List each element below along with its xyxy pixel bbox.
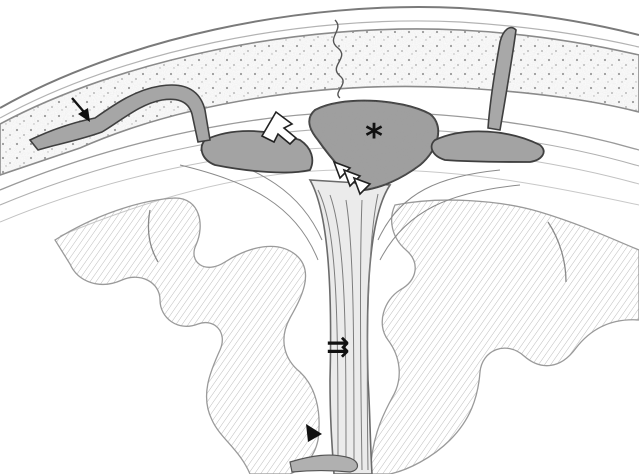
double-arrow-label: ⇉ xyxy=(326,330,349,363)
asterisk-label: * xyxy=(365,117,383,157)
